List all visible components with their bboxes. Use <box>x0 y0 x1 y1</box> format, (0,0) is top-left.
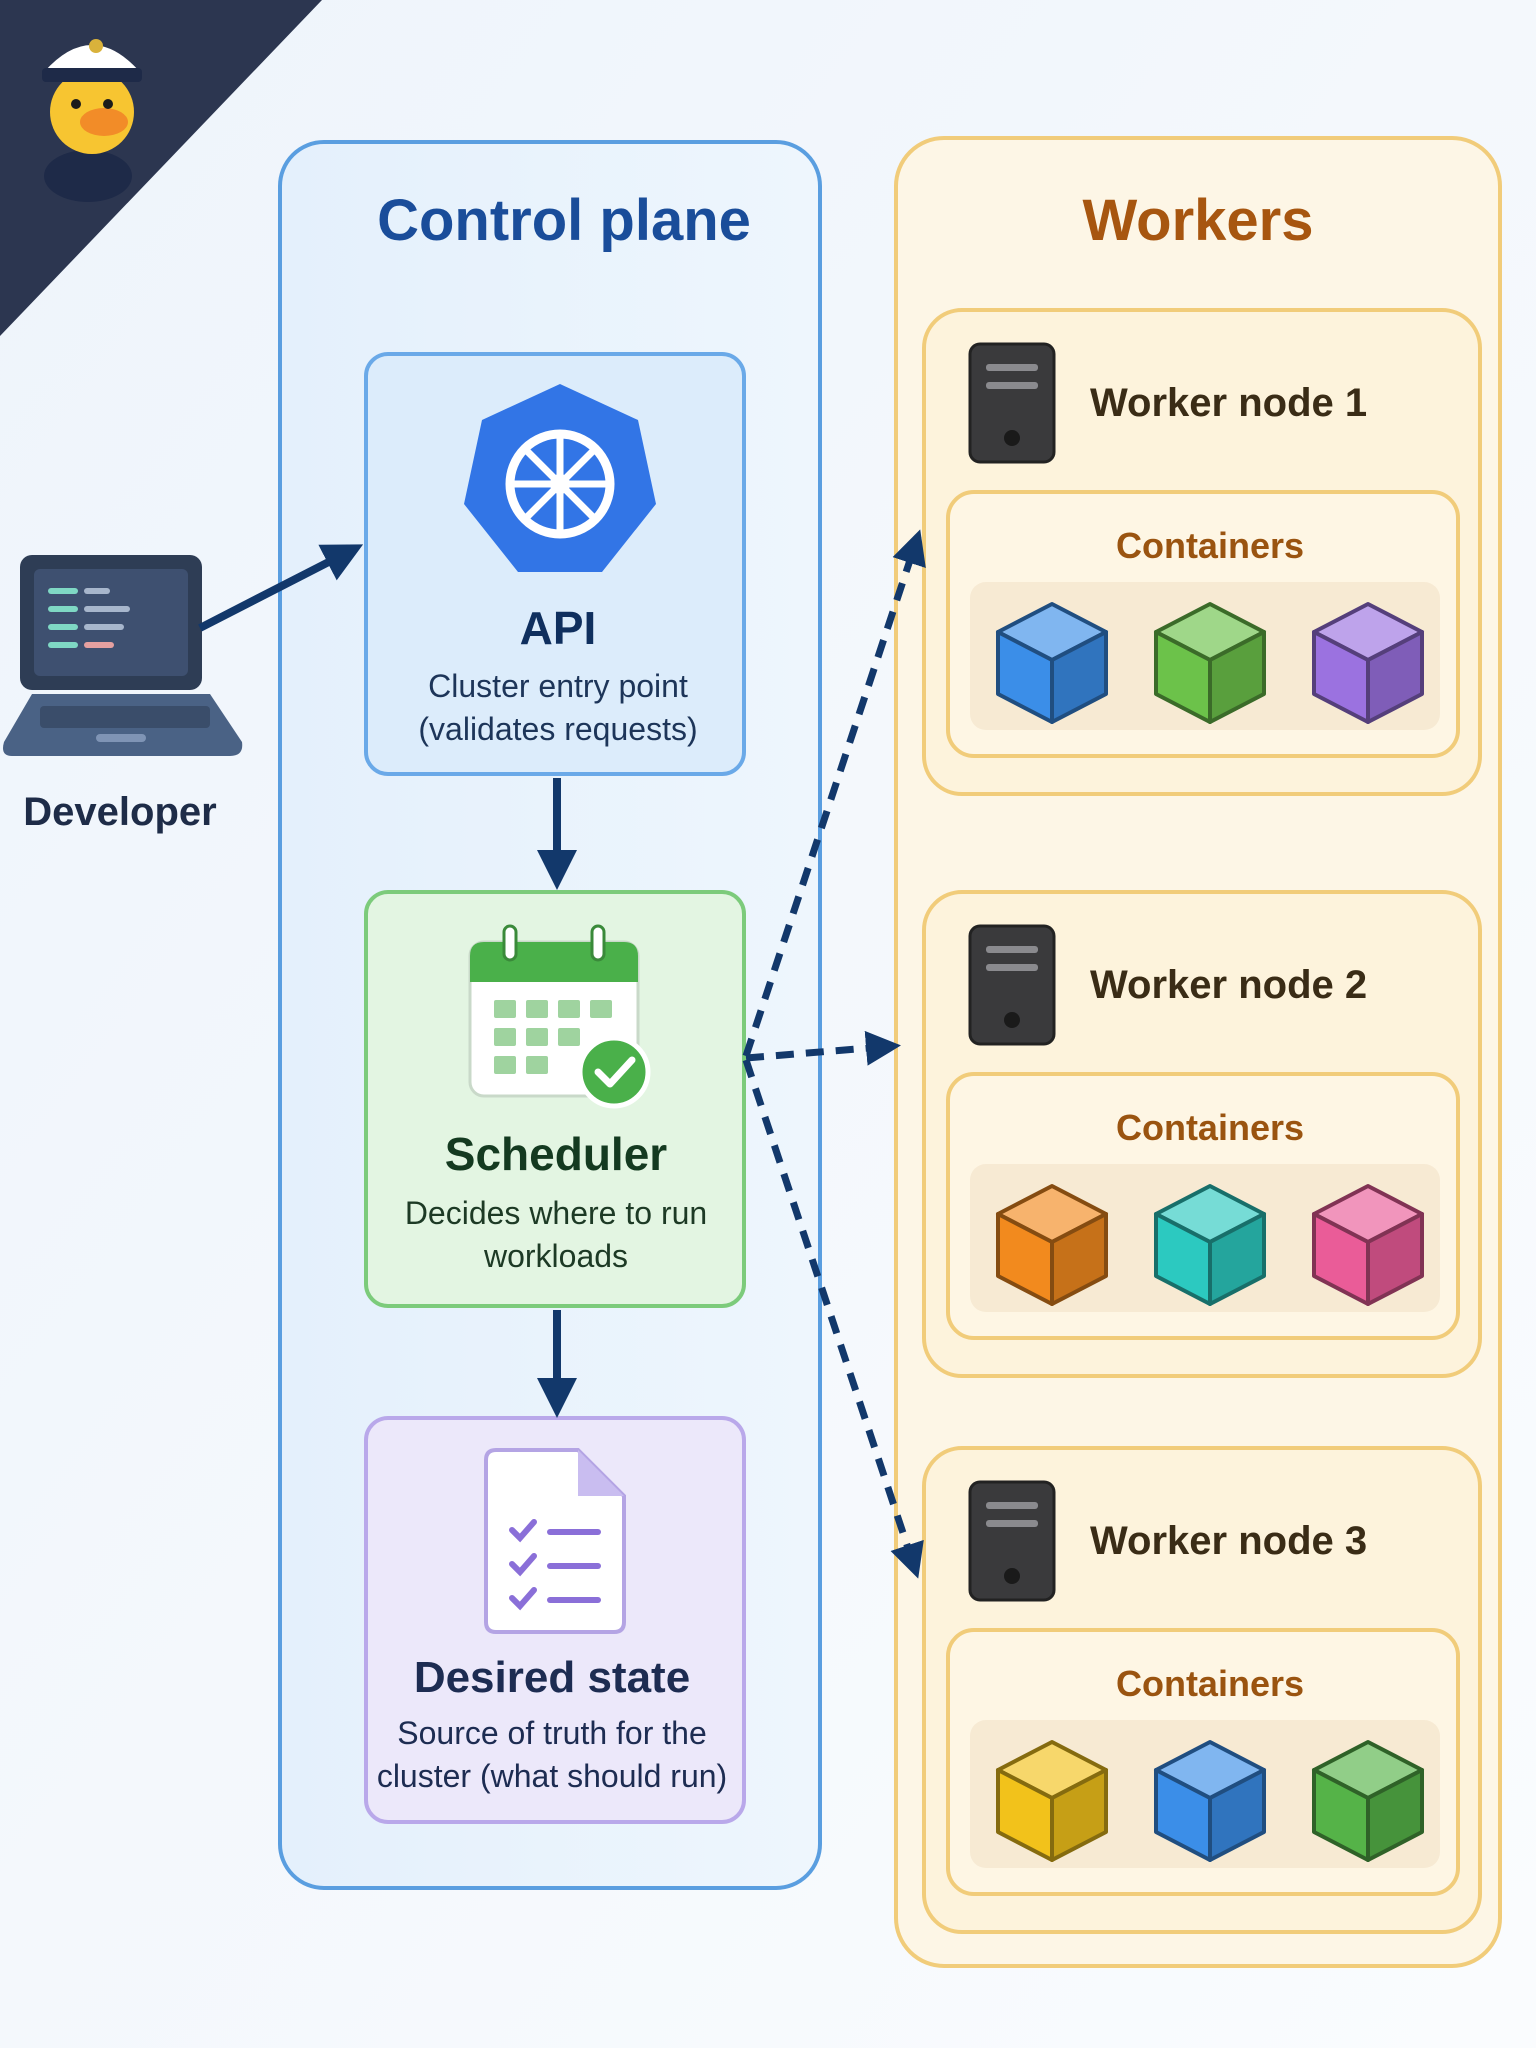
api-card: API Cluster entry point (validates reque… <box>364 352 746 776</box>
cube-icon <box>1154 1740 1266 1862</box>
scheduler-desc-line2: workloads <box>483 1238 628 1274</box>
checklist-document-icon <box>484 1448 626 1634</box>
cube-icon <box>996 602 1108 724</box>
worker-node-label: Worker node 2 <box>1090 963 1367 1007</box>
cube-icon <box>996 1184 1108 1306</box>
server-icon <box>968 1480 1056 1602</box>
desired-state-desc-line2: cluster (what should run) <box>377 1758 727 1794</box>
arrow-scheduler-to-worker-2 <box>745 1030 901 1066</box>
laptop-code-icon <box>3 555 243 756</box>
duck-captain-logo <box>42 39 142 202</box>
developer-label: Developer <box>23 790 216 834</box>
scheduler-title: Scheduler <box>445 1128 668 1180</box>
worker-node-label: Worker node 3 <box>1090 1519 1367 1563</box>
arrow-scheduler-to-worker-1 <box>742 529 926 1058</box>
containers-label: Containers <box>1116 1107 1304 1148</box>
cube-icon <box>996 1740 1108 1862</box>
server-icon <box>968 924 1056 1046</box>
api-desc-line1: Cluster entry point <box>428 668 688 704</box>
desired-state-title: Desired state <box>414 1653 690 1702</box>
calendar-check-icon <box>468 924 651 1109</box>
arrow-developer-to-api <box>198 544 364 632</box>
kubernetes-wheel-icon <box>464 384 656 572</box>
logo-corner <box>0 0 322 336</box>
server-icon <box>968 342 1056 464</box>
workers-title: Workers <box>1082 188 1313 253</box>
cube-icon <box>1312 602 1424 724</box>
arrows <box>198 529 926 1579</box>
cube-icon <box>1154 1184 1266 1306</box>
worker-node-2: Worker node 2 Containers <box>922 890 1482 1378</box>
scheduler-card-box <box>364 890 746 1308</box>
developer: Developer <box>3 555 243 834</box>
cube-icon <box>1154 602 1266 724</box>
control-plane: Control plane API Cluster entry point (v… <box>278 140 822 1890</box>
control-plane-title: Control plane <box>377 188 751 253</box>
containers-label: Containers <box>1116 1663 1304 1704</box>
desired-state-desc-line1: Source of truth for the <box>397 1715 707 1751</box>
scheduler-card: Scheduler Decides where to run workloads <box>364 890 746 1308</box>
worker-node-3: Worker node 3 Containers <box>922 1446 1482 1934</box>
containers-label: Containers <box>1116 525 1304 566</box>
desired-state-card: Desired state Source of truth for the cl… <box>364 1416 746 1824</box>
worker-node-label: Worker node 1 <box>1090 381 1367 425</box>
api-desc-line2: (validates requests) <box>418 711 697 747</box>
api-title: API <box>520 602 597 654</box>
worker-node-1: Worker node 1 Containers <box>922 308 1482 796</box>
cube-icon <box>1312 1740 1424 1862</box>
cube-icon <box>1312 1184 1424 1306</box>
scheduler-desc-line1: Decides where to run <box>405 1195 707 1231</box>
